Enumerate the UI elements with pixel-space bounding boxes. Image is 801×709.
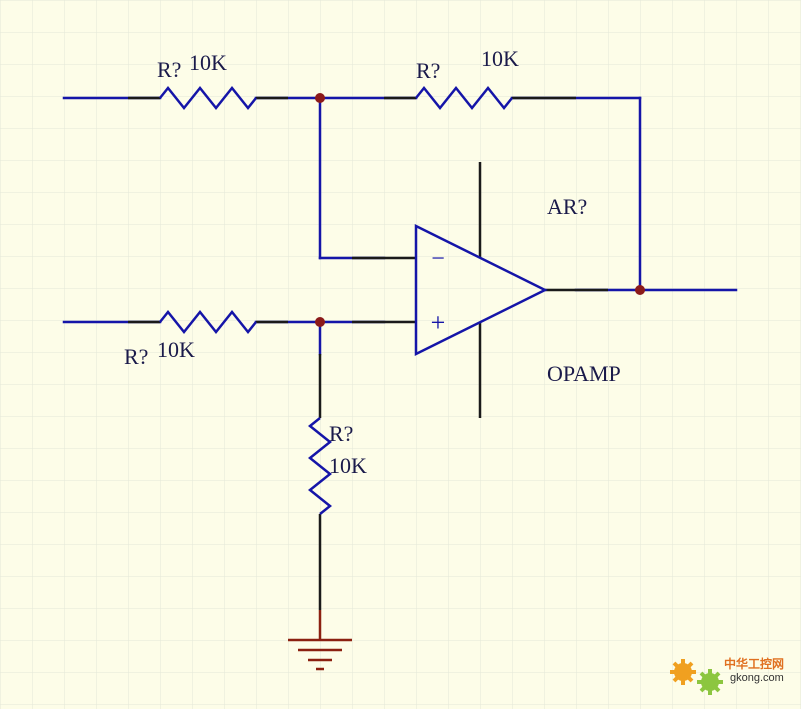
watermark-site-url: gkong.com xyxy=(730,672,784,684)
opamp-minus-sign: − xyxy=(431,246,445,272)
label-opamp-designator: AR? xyxy=(547,194,587,219)
resistor-r-in-pos[interactable] xyxy=(159,309,257,335)
label-r-in-neg-value: 10K xyxy=(189,50,227,75)
junction-dot-output xyxy=(635,285,645,295)
label-opamp-type: OPAMP xyxy=(547,361,621,386)
label-r-feedback-designator: R? xyxy=(416,58,440,83)
junction-dot-top xyxy=(315,93,325,103)
pin-stubs xyxy=(128,96,608,610)
watermark-site-cn: 中华工控网 xyxy=(724,656,784,671)
opamp-plus-sign: + xyxy=(431,308,446,337)
label-r-in-pos-value: 10K xyxy=(157,337,195,362)
junction-dot-plus xyxy=(315,317,325,327)
watermark: 中华工控网 gkong.com xyxy=(670,656,784,695)
gear-logo-icon xyxy=(670,659,723,695)
label-r-in-pos-designator: R? xyxy=(124,344,148,369)
ground-symbol[interactable] xyxy=(288,610,352,671)
resistor-r-shunt[interactable] xyxy=(307,417,333,515)
label-r-feedback-value: 10K xyxy=(481,46,519,71)
opamp-triangle xyxy=(414,223,548,357)
label-r-shunt-designator: R? xyxy=(329,421,353,446)
label-r-in-neg-designator: R? xyxy=(157,57,181,82)
resistor-r-feedback[interactable] xyxy=(415,85,513,111)
resistor-r-in-neg[interactable] xyxy=(159,85,257,111)
label-r-shunt-value: 10K xyxy=(329,453,367,478)
component-labels: R? 10K R? 10K R? 10K R? 10K AR? OPAMP xyxy=(124,46,621,478)
opamp-symbol[interactable]: − + xyxy=(414,223,548,357)
